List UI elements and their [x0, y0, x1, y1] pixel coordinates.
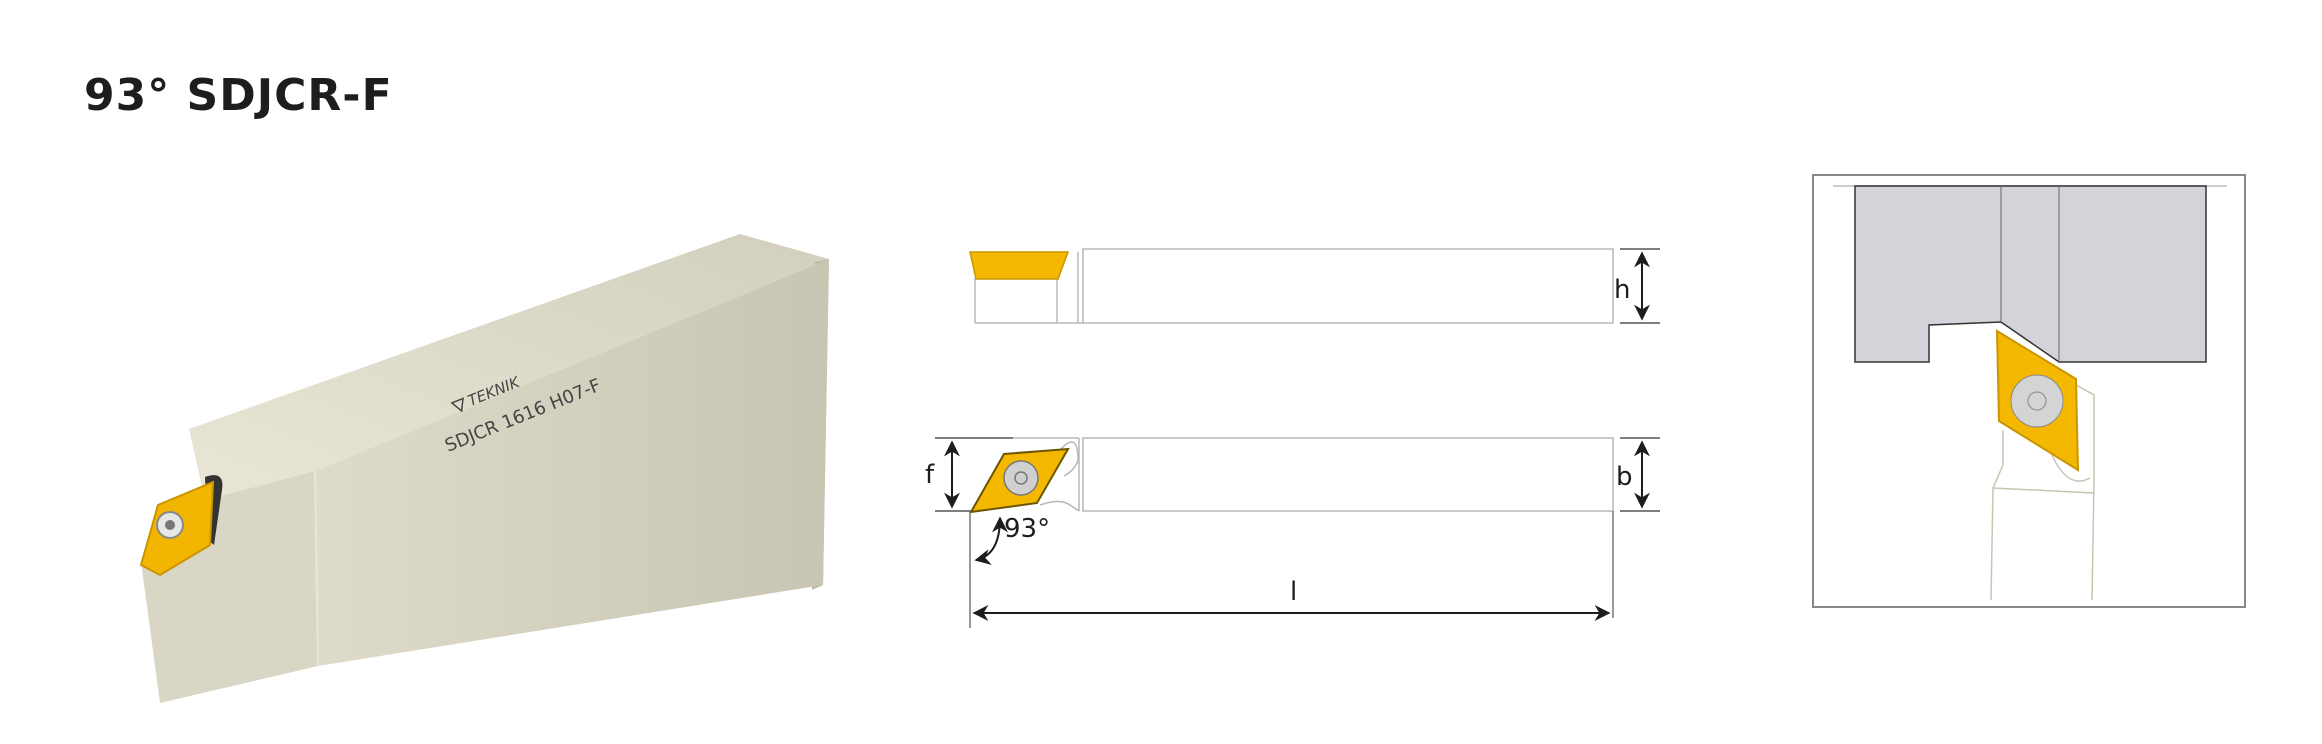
top-view-drawing: [935, 437, 1660, 628]
insert-screw-icon: [1003, 460, 1039, 496]
application-view: [1812, 174, 2246, 608]
dimension-f-label: f: [925, 460, 935, 490]
side-view-drawing: [969, 248, 1660, 324]
dimension-l-label: l: [1290, 577, 1297, 607]
dimension-h-label: h: [1614, 275, 1630, 305]
tool-holder-render: TEKNIK SDJCR 1616 H07-F: [139, 234, 829, 703]
page-title: 93° SDJCR-F: [84, 70, 393, 121]
angle-label: 93°: [1004, 514, 1050, 544]
holder-top-face: [189, 234, 829, 500]
insert-screw-icon: [2010, 374, 2064, 428]
teknik-logo-icon: [450, 397, 464, 413]
workpiece: [1854, 185, 2207, 363]
dimension-b-label: b: [1616, 462, 1633, 492]
insert-side-icon: [969, 251, 1070, 280]
holder-front-face: [315, 259, 829, 666]
